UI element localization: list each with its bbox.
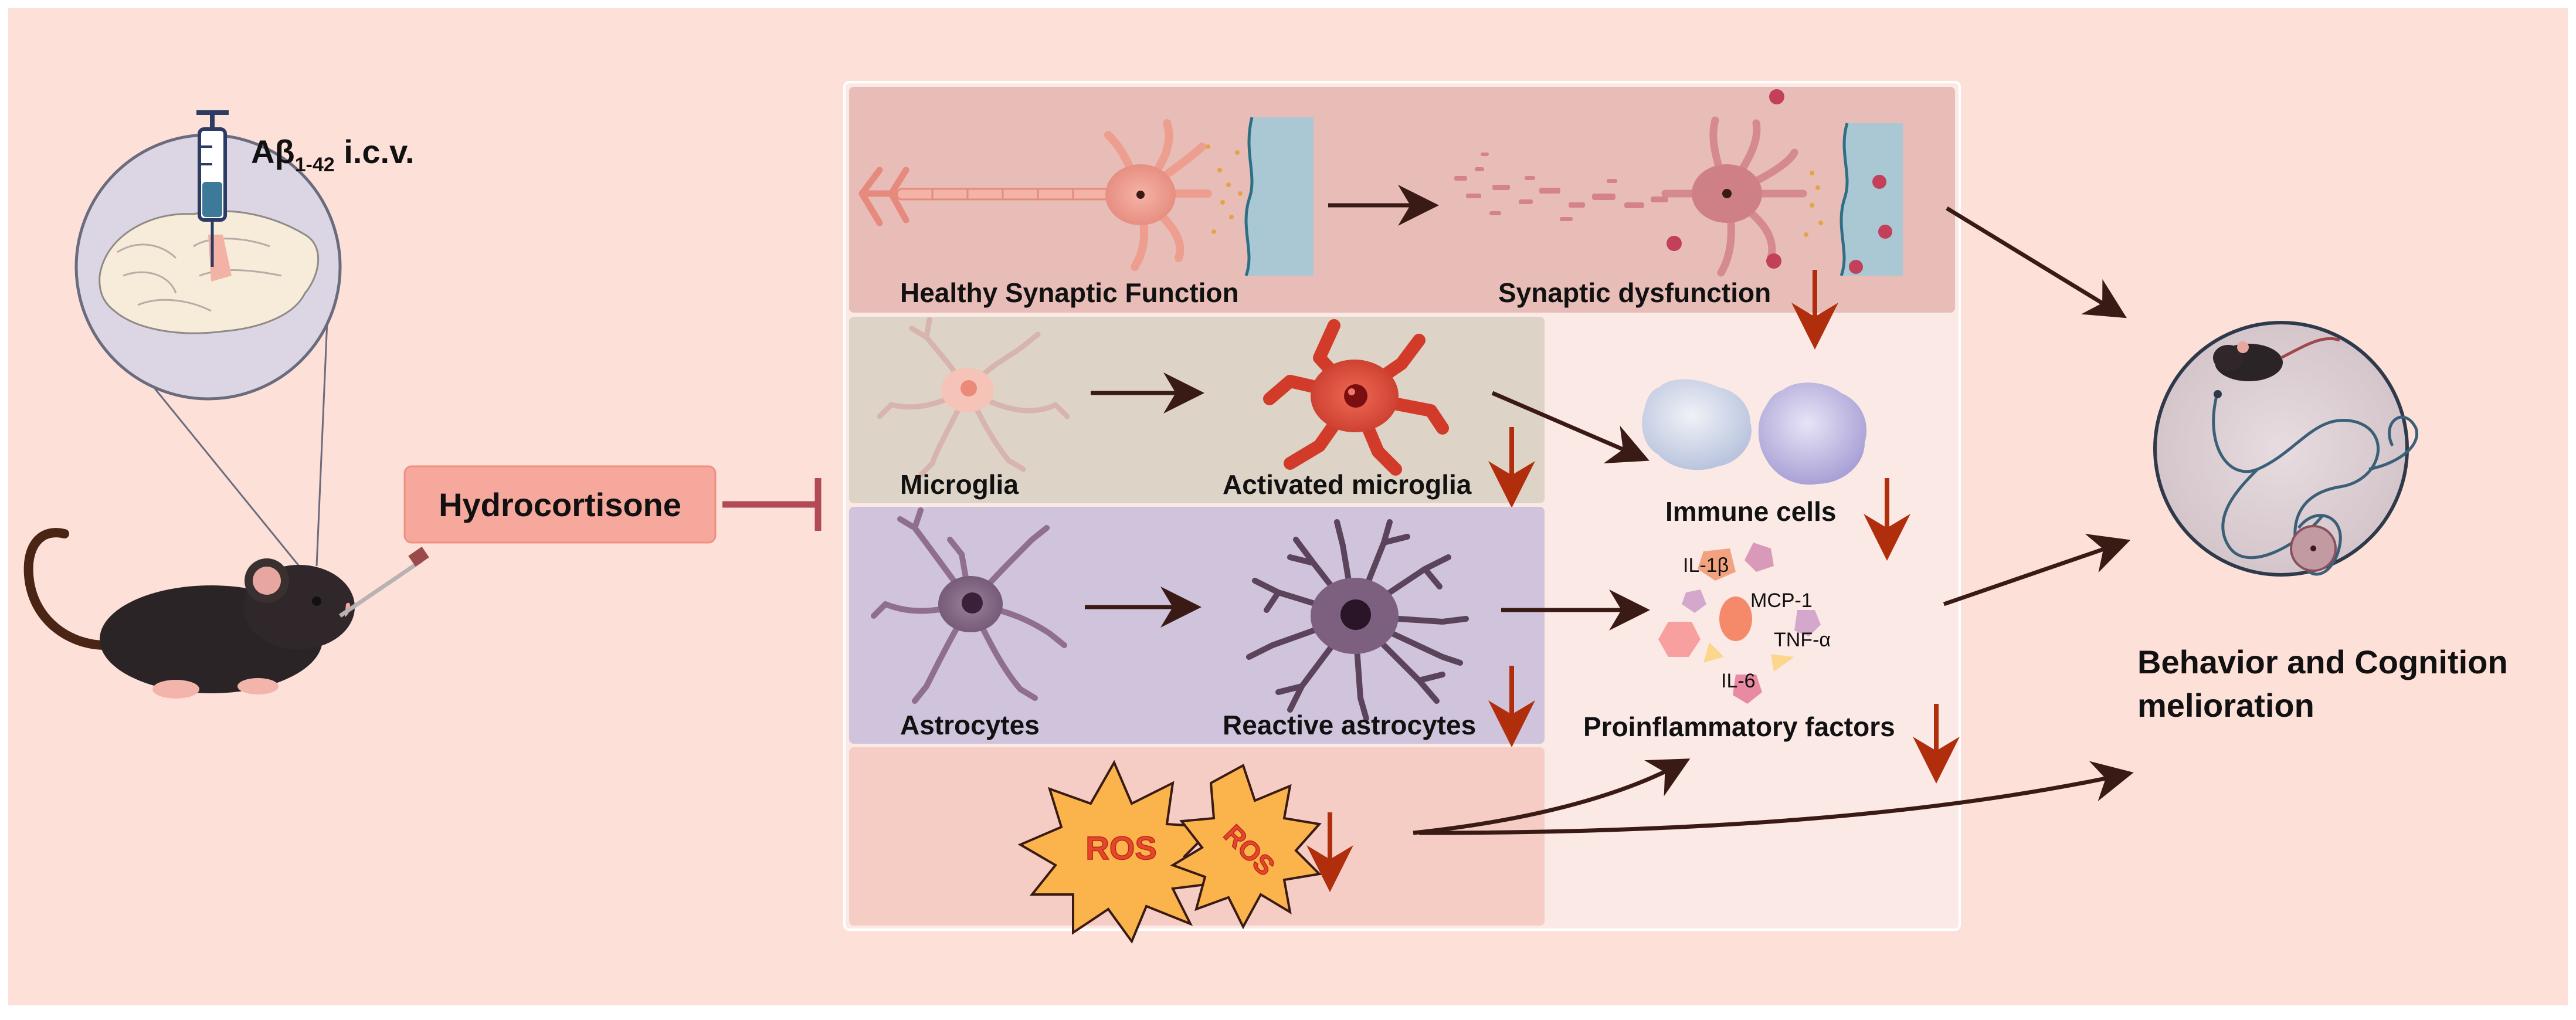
- healthy-neuron-icon: [858, 117, 1314, 276]
- brain-injection-callout: [74, 110, 342, 567]
- synapse-panel: Healthy Synaptic Function Synaptic dysfu…: [849, 87, 1955, 350]
- immune-cells-icon: [1642, 379, 1867, 485]
- resting-microglia-icon: [877, 317, 1070, 478]
- activated-microglia-label: Activated microglia: [1223, 469, 1472, 500]
- activated-microglia-icon: [1263, 319, 1449, 476]
- mouse-icon: [23, 528, 429, 699]
- injection-label: Aβ1-42 i.c.v.: [251, 133, 415, 176]
- synaptic-dysfunction-label: Synaptic dysfunction: [1498, 277, 1771, 308]
- reactive-astrocytes-label: Reactive astrocytes: [1223, 710, 1476, 740]
- proinflammatory-factors-label: Proinflammatory factors: [1583, 711, 1895, 742]
- ros-burst-icon: [1017, 760, 1322, 944]
- amyloid-plaque-icon: [1667, 89, 1892, 274]
- microglia-label: Microglia: [900, 469, 1019, 500]
- healthy-synapse-label: Healthy Synaptic Function: [900, 277, 1239, 308]
- cytokine-il1b-label: IL-1β: [1683, 554, 1729, 577]
- drug-label: Hydrocortisone: [439, 486, 681, 523]
- cytokine-to-outcome-arrow: [1943, 534, 2131, 606]
- microglia-panel: Microglia Activated microglia: [849, 317, 1545, 508]
- synapse-to-outcome-arrow: [1946, 206, 2127, 318]
- ros-to-cytokine-arrow: [1413, 758, 1691, 835]
- outcome-label-line-2: melioration: [2137, 687, 2314, 724]
- outcome-label-line-1: Behavior and Cognition: [2137, 643, 2508, 680]
- cytokine-mcp1-label: MCP-1: [1750, 589, 1813, 612]
- microglia-to-immune-arrow: [1491, 391, 1650, 463]
- astrocyte-icon: [871, 507, 1067, 704]
- cytokines-icon: [1658, 543, 1821, 704]
- dysfunctional-neuron-icon: [1454, 153, 1668, 221]
- behavior-test-icon: [2153, 321, 2418, 577]
- inhibition-symbol: [722, 478, 822, 531]
- ros-to-outcome-arrow: [1418, 761, 2134, 835]
- immune-cells-label: Immune cells: [1665, 496, 1836, 527]
- cytokine-tnfa-label: TNF-α: [1774, 629, 1831, 651]
- ros-label-1: ROS: [1085, 829, 1156, 866]
- astrocytes-panel: Astrocytes Reactive astrocytes: [849, 507, 1545, 747]
- astrocytes-label: Astrocytes: [900, 710, 1040, 740]
- cytokine-il6-label: IL-6: [1721, 670, 1756, 692]
- reactive-astrocyte-icon: [1246, 519, 1469, 721]
- drug-box: [403, 465, 717, 544]
- ros-panel: ROS ROS: [849, 747, 1545, 944]
- syringe-icon: [196, 110, 229, 267]
